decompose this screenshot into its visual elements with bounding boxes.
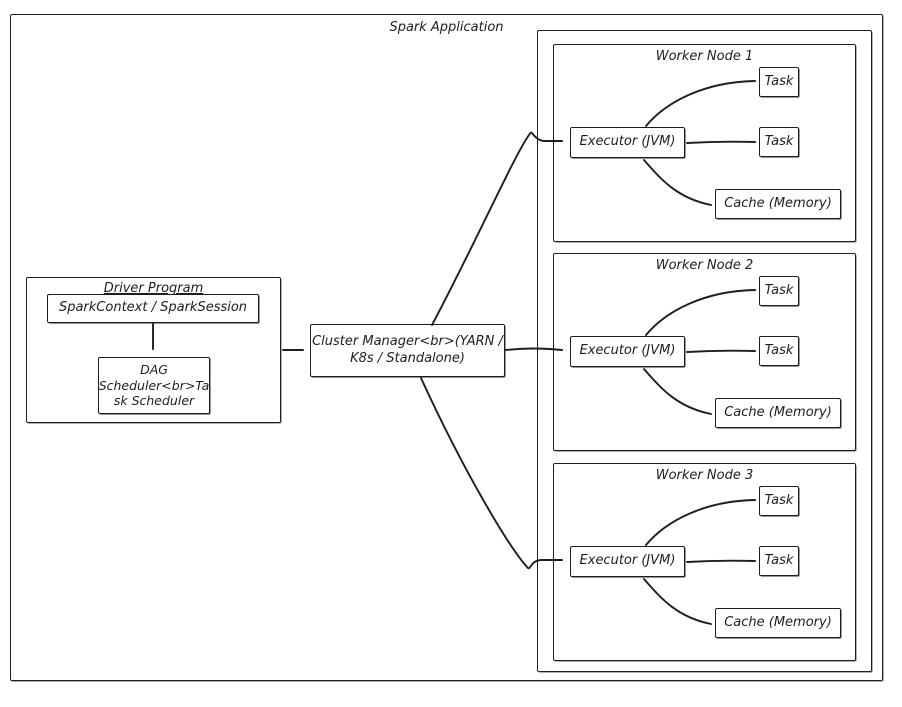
executor-label: Executor (JVM)	[579, 553, 676, 569]
driver-program-title: Driver Program	[103, 281, 204, 296]
executor-to-task1-arrow	[645, 499, 756, 546]
executor-to-task1-arrow	[645, 80, 756, 127]
executor-label: Executor (JVM)	[579, 343, 676, 359]
cluster-manager-box: Cluster Manager<br>(YARN / K8s / Standal…	[310, 324, 505, 377]
task-label: Task	[764, 342, 794, 358]
executor-box: Executor (JVM)	[570, 546, 685, 577]
cache-memory-box: Cache (Memory)	[715, 608, 841, 638]
executor-to-cache-arrow	[643, 578, 712, 624]
executor-to-cache-arrow	[643, 159, 712, 205]
cache-memory-box: Cache (Memory)	[715, 189, 841, 219]
cache-memory-box: Cache (Memory)	[715, 398, 841, 428]
task-label: Task	[764, 552, 794, 568]
spark-application-title: Spark Application	[389, 20, 504, 35]
executor-to-task1-arrow	[645, 289, 756, 336]
dag-scheduler-line-2: Scheduler<br>Ta	[98, 377, 210, 393]
dag-scheduler-box: DAG Scheduler<br>Ta sk Scheduler	[98, 357, 210, 414]
executor-box: Executor (JVM)	[570, 127, 685, 158]
task-box: Task	[759, 486, 799, 516]
cache-memory-label: Cache (Memory)	[724, 614, 832, 630]
spark-context-label: SparkContext / SparkSession	[58, 300, 248, 316]
cluster-manager-line-1: Cluster Manager<br>(YARN /	[312, 334, 503, 350]
cache-memory-label: Cache (Memory)	[724, 404, 832, 420]
task-box: Task	[759, 546, 799, 576]
worker-node-2-title: Worker Node 2	[655, 258, 754, 273]
spark-application-group: Spark Application	[10, 14, 883, 681]
worker-node-2: Worker Node 2 Executor (JVM) Task Task C…	[553, 253, 856, 451]
worker-node-3-title: Worker Node 3	[655, 468, 754, 483]
task-label: Task	[764, 73, 794, 89]
task-label: Task	[764, 282, 794, 298]
task-box: Task	[759, 276, 799, 306]
task-box: Task	[759, 336, 799, 366]
cluster-manager-line-2: K8s / Standalone)	[350, 350, 465, 366]
worker-node-1-title: Worker Node 1	[655, 49, 754, 64]
spark-context-box: SparkContext / SparkSession	[47, 294, 259, 323]
worker-node-1: Worker Node 1 Executor (JVM) Task Task C…	[553, 44, 856, 242]
executor-to-task2-arrow	[686, 140, 756, 143]
driver-program-group: Driver Program SparkContext / SparkSessi…	[26, 277, 281, 423]
executor-to-task2-arrow	[686, 559, 756, 562]
executor-to-cache-arrow	[643, 368, 712, 414]
task-label: Task	[764, 492, 794, 508]
task-label: Task	[764, 133, 794, 149]
task-box: Task	[759, 67, 799, 97]
worker-nodes-container: Worker Node 1 Executor (JVM) Task Task C…	[537, 30, 872, 672]
executor-label: Executor (JVM)	[579, 134, 676, 150]
worker-node-3: Worker Node 3 Executor (JVM) Task Task C…	[553, 463, 856, 661]
executor-to-task2-arrow	[686, 349, 756, 352]
cache-memory-label: Cache (Memory)	[724, 195, 832, 211]
dag-scheduler-line-1: DAG	[140, 362, 168, 378]
task-box: Task	[759, 127, 799, 157]
executor-box: Executor (JVM)	[570, 336, 685, 367]
dag-scheduler-line-3: sk Scheduler	[113, 393, 195, 409]
